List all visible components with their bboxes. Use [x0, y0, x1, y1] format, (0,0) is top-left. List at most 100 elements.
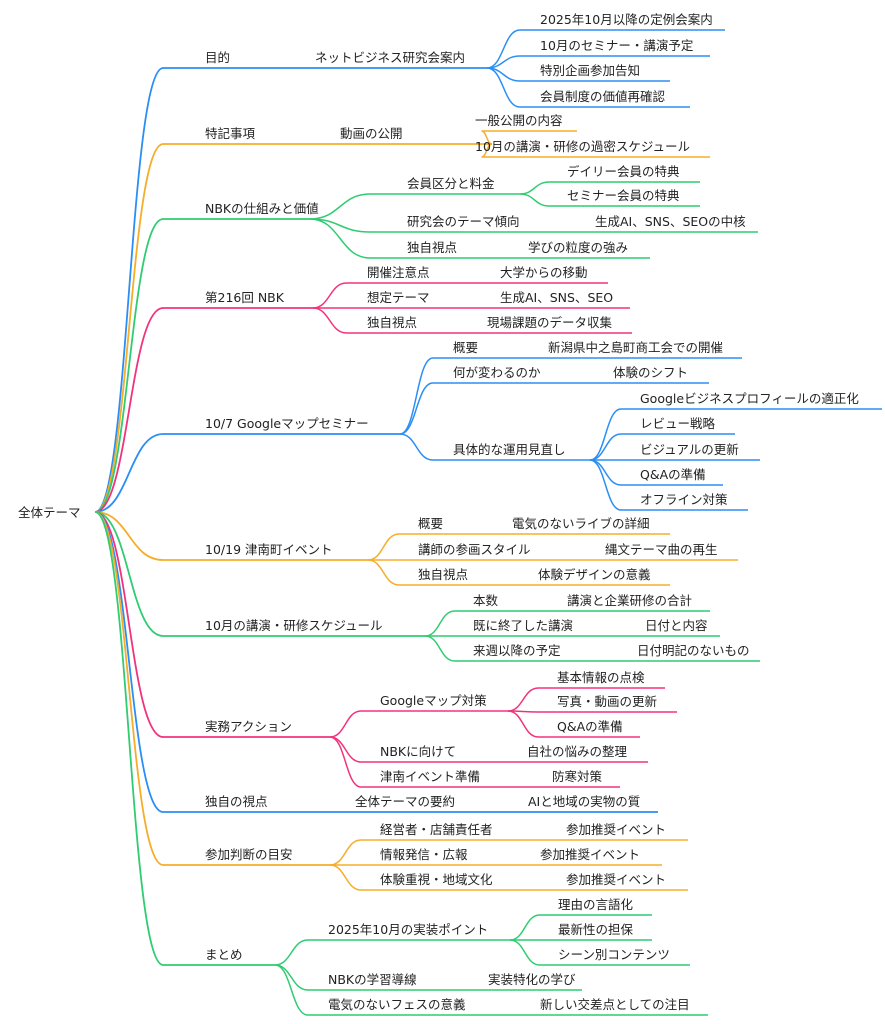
node-b9-0-value[interactable]: 参加推奨イベント [566, 822, 666, 837]
node-b2-0-0[interactable]: デイリー会員の特典 [567, 164, 680, 179]
node-b2-1[interactable]: 研究会のテーマ傾向 [407, 214, 520, 229]
node-b3-2[interactable]: 独自視点 [367, 315, 417, 330]
node-b7-0-1[interactable]: 写真・動画の更新 [557, 694, 657, 709]
node-b6-1-value[interactable]: 日付と内容 [645, 618, 708, 633]
node-b8-0-value[interactable]: AIと地域の実物の質 [528, 794, 640, 809]
node-b4-0-value[interactable]: 新潟県中之島町商工会での開催 [548, 340, 723, 355]
node-b9-1[interactable]: 情報発信・広報 [380, 847, 468, 862]
node-b2-0[interactable]: 会員区分と料金 [407, 176, 495, 191]
node-b6-0[interactable]: 本数 [473, 593, 499, 608]
node-b5[interactable]: 10/19 津南町イベント [205, 542, 333, 557]
node-b4-2-3[interactable]: Q&Aの準備 [640, 467, 706, 482]
node-b7-0-0[interactable]: 基本情報の点検 [557, 670, 645, 685]
node-b3-0[interactable]: 開催注意点 [367, 265, 430, 280]
node-b4-2-0[interactable]: Googleビジネスプロフィールの適正化 [640, 391, 859, 406]
node-b8-link [94, 511, 658, 813]
node-b2-link [94, 218, 310, 513]
node-b7-0-2-link [507, 710, 640, 738]
node-b4-2-4[interactable]: オフライン対策 [640, 492, 728, 507]
node-b3-1-value[interactable]: 生成AI、SNS、SEO [500, 290, 613, 305]
node-b7-0-link [329, 710, 508, 738]
node-b10-2[interactable]: 電気のないフェスの意義 [328, 997, 466, 1012]
node-b9-0[interactable]: 経営者・店舗責任者 [380, 822, 493, 837]
node-b6-0-value[interactable]: 講演と企業研修の合計 [567, 593, 692, 608]
node-b5-0[interactable]: 概要 [418, 516, 443, 531]
node-b2-1-value[interactable]: 生成AI、SNS、SEOの中核 [595, 214, 746, 229]
node-b2-2-value[interactable]: 学びの粒度の強み [528, 240, 628, 255]
node-b9-0-link [329, 839, 688, 866]
node-b7[interactable]: 実務アクション [205, 719, 292, 734]
node-b10-0-0[interactable]: 理由の言語化 [558, 897, 634, 912]
node-b1-0-0[interactable]: 一般公開の内容 [475, 113, 563, 128]
node-b10-0-2-link [509, 939, 690, 966]
node-b2[interactable]: NBKの仕組みと価値 [205, 201, 319, 216]
node-b5-link [94, 511, 368, 561]
node-b10-1-value[interactable]: 実装特化の学び [488, 972, 576, 987]
node-b7-0-2[interactable]: Q&Aの準備 [557, 719, 623, 734]
node-b5-2-value[interactable]: 体験デザインの意義 [538, 567, 651, 582]
node-b1-0-1[interactable]: 10月の講演・研修の過密スケジュール [475, 139, 690, 154]
node-b7-1-value[interactable]: 自社の悩みの整理 [527, 744, 628, 759]
node-b3-2-value[interactable]: 現場課題のデータ収集 [487, 315, 613, 330]
node-b8-0[interactable]: 全体テーマの要約 [355, 794, 455, 809]
node-b10-link [94, 511, 275, 966]
node-b9[interactable]: 参加判断の目安 [205, 847, 293, 862]
node-b10-1[interactable]: NBKの学習導線 [328, 972, 417, 987]
node-b5-0-value[interactable]: 電気のないライブの詳細 [512, 516, 650, 531]
node-b6-2[interactable]: 来週以降の予定 [473, 643, 561, 658]
node-b9-2-value[interactable]: 参加推奨イベント [566, 872, 666, 887]
node-b4-1-link [399, 382, 709, 435]
node-b4-1[interactable]: 何が変わるのか [453, 365, 541, 380]
node-b3-0-link [312, 282, 608, 309]
node-b9-1-value[interactable]: 参加推奨イベント [540, 847, 640, 862]
node-b1-0[interactable]: 動画の公開 [340, 126, 403, 141]
node-b2-2[interactable]: 独自視点 [407, 240, 457, 255]
node-b4-2-link [399, 433, 590, 461]
node-b6[interactable]: 10月の講演・研修スケジュール [205, 618, 383, 633]
node-b10[interactable]: まとめ [205, 947, 243, 962]
node-b9-2[interactable]: 体験重視・地域文化 [380, 872, 493, 887]
node-b10-2-value[interactable]: 新しい交差点としての注目 [540, 997, 690, 1012]
node-b10-0-1[interactable]: 最新性の担保 [558, 922, 634, 937]
node-b6-1[interactable]: 既に終了した講演 [473, 618, 573, 633]
node-b7-2[interactable]: 津南イベント準備 [380, 769, 480, 784]
node-b7-2-value[interactable]: 防寒対策 [552, 769, 603, 784]
node-b1-link [94, 143, 492, 513]
node-b6-2-value[interactable]: 日付明記のないもの [637, 643, 750, 658]
node-b5-2[interactable]: 独自視点 [418, 567, 468, 582]
node-b5-1[interactable]: 講師の参画スタイル [418, 542, 531, 557]
node-b6-0-link [424, 610, 710, 637]
node-b0-0-1-link [486, 55, 710, 69]
node-b4-2[interactable]: 具体的な運用見直し [453, 442, 566, 457]
node-b2-0-1[interactable]: セミナー会員の特典 [567, 188, 680, 203]
node-b0[interactable]: 目的 [205, 50, 230, 65]
root-node[interactable]: 全体テーマ [18, 505, 81, 520]
node-b4-2-2[interactable]: ビジュアルの更新 [640, 442, 739, 457]
node-b3-0-value[interactable]: 大学からの移動 [500, 265, 588, 280]
mind-map-labels: 全体テーマ 目的 ネットビジネス研究会案内 2025年10月以降の定例会案内 10月の… [18, 12, 859, 1012]
node-b0-link [94, 67, 487, 513]
node-b0-0-0-link [486, 29, 725, 69]
node-b2-0-link [309, 193, 520, 220]
node-b0-0[interactable]: ネットビジネス研究会案内 [315, 50, 465, 65]
node-b10-0[interactable]: 2025年10月の実装ポイント [328, 922, 488, 937]
node-b7-0[interactable]: Googleマップ対策 [380, 693, 487, 708]
node-b3-1[interactable]: 想定テーマ [367, 290, 430, 305]
node-b4-1-value[interactable]: 体験のシフト [613, 365, 688, 380]
node-b3-2-link [312, 307, 632, 334]
node-b10-0-2[interactable]: シーン別コンテンツ [558, 947, 670, 962]
node-b0-0-2[interactable]: 特別企画参加告知 [540, 63, 640, 78]
node-b10-0-0-link [509, 914, 652, 941]
node-b0-0-0[interactable]: 2025年10月以降の定例会案内 [540, 12, 713, 27]
node-b4-2-1-link [589, 433, 735, 461]
node-b4[interactable]: 10/7 Googleマップセミナー [205, 416, 369, 431]
node-b3[interactable]: 第216回 NBK [205, 290, 285, 305]
node-b1[interactable]: 特記事項 [205, 126, 256, 141]
node-b8[interactable]: 独自の視点 [205, 794, 268, 809]
node-b4-2-1[interactable]: レビュー戦略 [640, 416, 716, 431]
node-b4-0[interactable]: 概要 [453, 340, 478, 355]
node-b0-0-3[interactable]: 会員制度の価値再確認 [540, 89, 666, 104]
node-b0-0-1[interactable]: 10月のセミナー・講演予定 [540, 38, 693, 53]
node-b5-1-value[interactable]: 縄文テーマ曲の再生 [605, 542, 718, 557]
node-b7-1[interactable]: NBKに向けて [380, 744, 456, 759]
